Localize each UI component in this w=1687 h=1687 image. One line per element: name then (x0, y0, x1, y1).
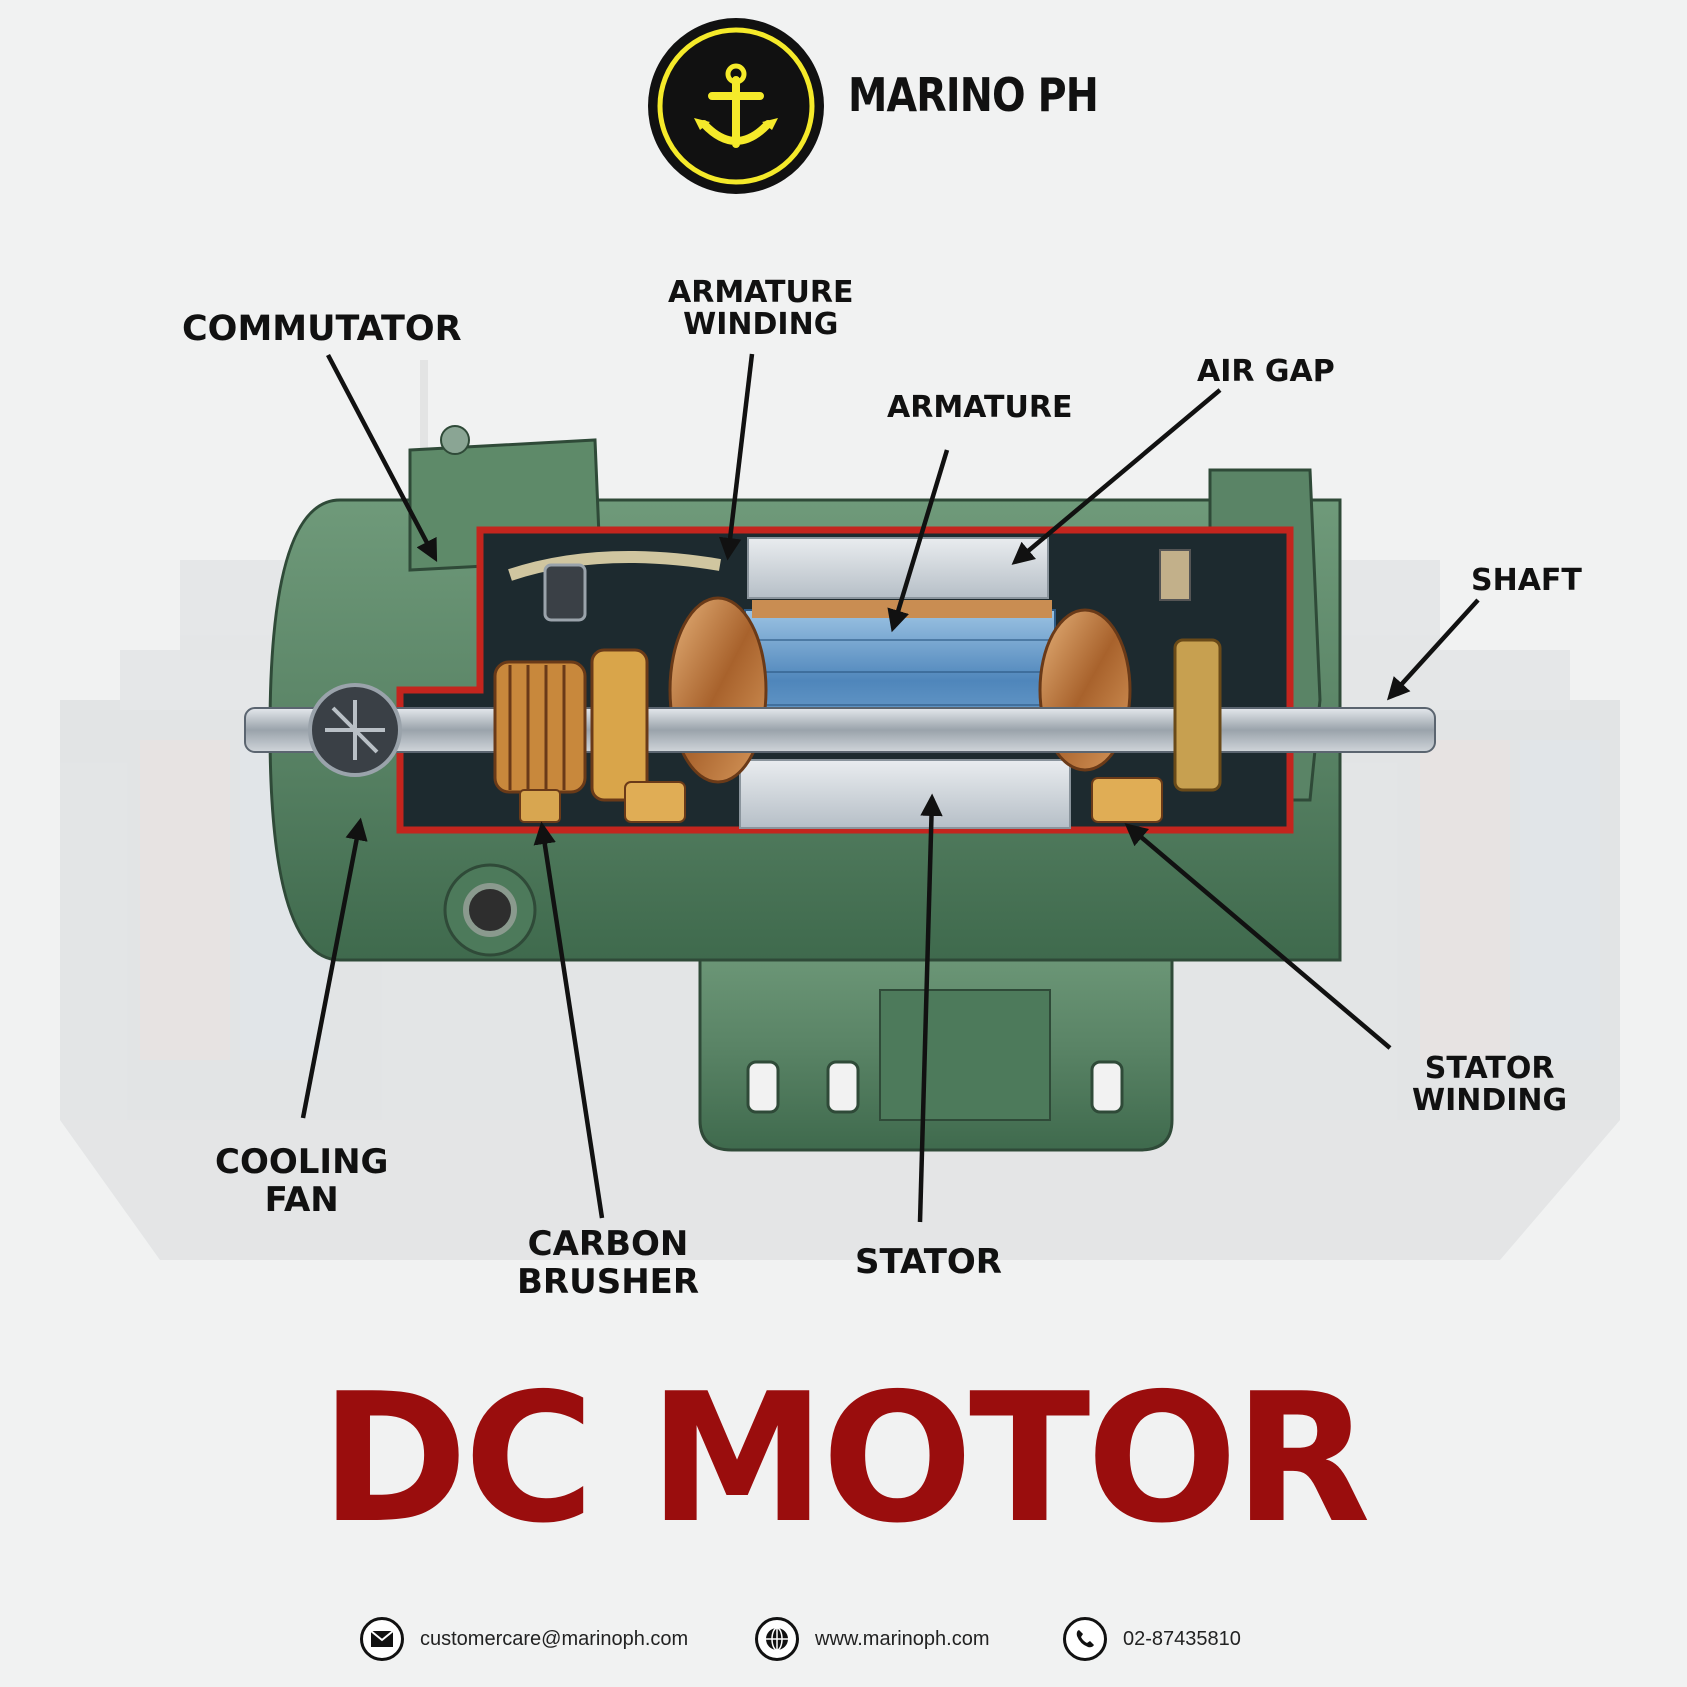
contact-email-text: customercare@marinoph.com (420, 1627, 689, 1650)
motor-cutaway (244, 526, 1436, 834)
arrow-stator (917, 793, 943, 1223)
label-cooling-fan: COOLING FAN (215, 1142, 389, 1220)
arrow-cooling-fan (300, 817, 368, 1119)
arrow-stator-winding (1124, 823, 1392, 1050)
pointer-arrows (300, 353, 1480, 1223)
arrow-commutator (326, 353, 438, 562)
marino-logo (648, 18, 824, 194)
label-air-gap: AIR GAP (1197, 354, 1335, 389)
globe-icon (755, 1617, 799, 1661)
label-armature: ARMATURE (887, 390, 1073, 425)
label-stator-winding: STATOR WINDING (1412, 1051, 1568, 1118)
label-carbon-brusher: CARBON BRUSHER (517, 1224, 700, 1302)
arrow-armature (887, 449, 950, 633)
label-armature-winding: ARMATURE WINDING (668, 275, 854, 342)
label-commutator: COMMUTATOR (182, 309, 462, 349)
label-stator: STATOR (855, 1242, 1002, 1282)
phone-icon (1063, 1617, 1107, 1661)
contact-website-text: www.marinoph.com (815, 1627, 990, 1650)
contact-phone[interactable]: 02-87435810 (1063, 1614, 1241, 1664)
motor-base (698, 938, 1174, 1152)
envelope-icon (360, 1617, 404, 1661)
arrow-armature-winding (718, 353, 755, 561)
contact-email[interactable]: customercare@marinoph.com (360, 1614, 688, 1664)
arrow-carbon-brusher (533, 821, 605, 1219)
label-shaft: SHAFT (1471, 563, 1582, 598)
arrow-air-gap (1011, 388, 1222, 565)
contact-phone-text: 02-87435810 (1123, 1627, 1241, 1650)
arrow-shaft (1386, 598, 1480, 701)
brand-name: MARINO PH (848, 68, 1099, 122)
contact-website[interactable]: www.marinoph.com (755, 1614, 990, 1664)
page-title: DC MOTOR (320, 1355, 1371, 1562)
